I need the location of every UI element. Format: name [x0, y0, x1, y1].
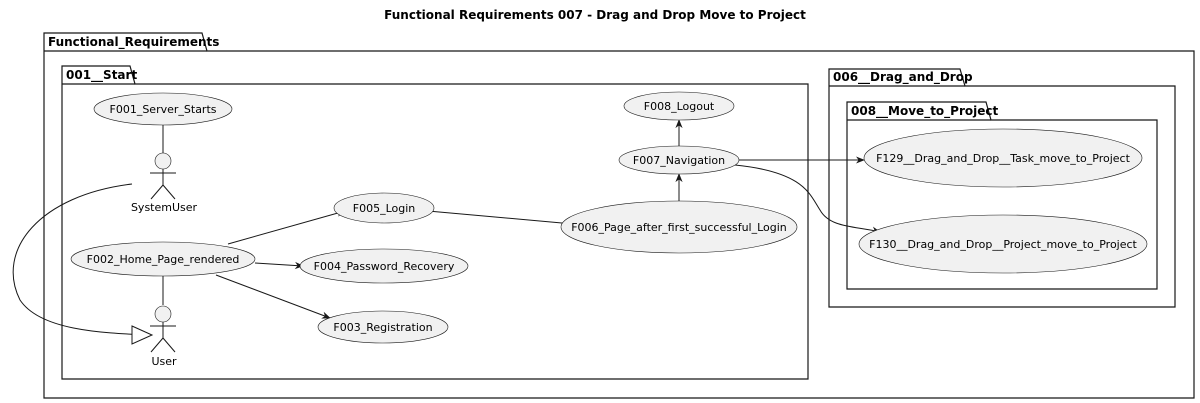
use-case-f130: F130__Drag_and_Drop__Project_move_to_Pro…: [858, 214, 1148, 274]
package-start: 001__Start: [61, 65, 809, 380]
package-label-move-to-project: 008__Move_to_Project: [851, 104, 998, 119]
use-case-label-f130: F130__Drag_and_Drop__Project_move_to_Pro…: [869, 238, 1137, 251]
use-case-label-f008: F008_Logout: [644, 100, 715, 113]
use-case-label-f002: F002_Home_Page_rendered: [87, 253, 240, 266]
use-case-f129: F129__Drag_and_Drop__Task_move_to_Projec…: [863, 128, 1143, 188]
package-label-functional-requirements: Functional_Requirements: [48, 35, 219, 50]
use-case-f004: F004_Password_Recovery: [299, 248, 469, 284]
use-case-f008: F008_Logout: [623, 91, 735, 121]
package-functional-requirements: Functional_Requirements: [43, 32, 1195, 399]
use-case-label-f005: F005_Login: [353, 202, 416, 215]
link-f005-f006: [427, 210, 574, 227]
package-move-to-project: 008__Move_to_Project: [846, 101, 1158, 290]
use-case-label-f006: F006_Page_after_first_successful_Login: [571, 221, 787, 234]
link-f002-f005: [227, 209, 346, 245]
use-case-label-f004: F004_Password_Recovery: [314, 260, 455, 273]
use-case-label-f129: F129__Drag_and_Drop__Task_move_to_Projec…: [876, 152, 1131, 165]
actor-label-system-user: SystemUser: [131, 201, 198, 214]
link-f007-f130: [734, 164, 881, 234]
package-label-start: 001__Start: [66, 68, 137, 83]
connections: [12, 119, 881, 345]
use-case-f003: F003_Registration: [317, 310, 449, 344]
actor-system-user: SystemUser: [131, 152, 198, 214]
diagram-title: Functional Requirements 007 - Drag and D…: [384, 8, 806, 22]
generalization-systemuser-user: [12, 183, 149, 336]
use-case-label-f001: F001_Server_Starts: [110, 103, 217, 116]
link-f002-f003: [215, 274, 331, 319]
actor-user: User: [150, 305, 177, 368]
use-case-f001: F001_Server_Starts: [93, 92, 233, 126]
generalization-arrowhead: [131, 325, 154, 345]
link-f002-f004: [254, 261, 304, 270]
use-case-label-f003: F003_Registration: [333, 321, 432, 334]
use-case-f006: F006_Page_after_first_successful_Login: [560, 200, 798, 254]
use-case-label-f007: F007_Navigation: [633, 154, 725, 167]
package-label-drag-and-drop: 006__Drag_and_Drop: [833, 70, 973, 85]
use-case-f007: F007_Navigation: [618, 145, 740, 175]
use-case-f002: F002_Home_Page_rendered: [70, 241, 256, 277]
package-drag-and-drop: 006__Drag_and_Drop: [828, 68, 1176, 308]
use-case-f005: F005_Login: [333, 192, 435, 224]
actor-label-user: User: [151, 355, 177, 368]
